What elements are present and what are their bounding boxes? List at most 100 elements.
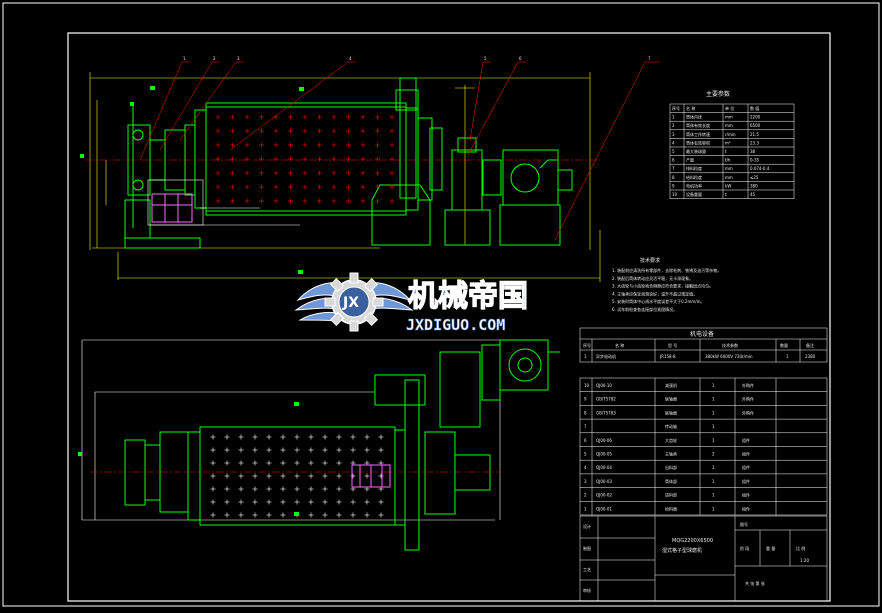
parts-cell: 减速机 [665,382,677,388]
motor-header-qty: 数量 [780,342,788,348]
param-header: 序号 [672,105,680,111]
feeder [127,124,151,196]
param-cell: 6500 [750,123,761,128]
parts-cell: 联轴器 [665,409,677,415]
motor-row-no: 1 [584,354,587,359]
parts-cell: GB/T5783 [596,410,616,415]
parts-cell: 10 [584,383,590,388]
parts-cell: QJ00-03 [596,479,612,484]
parts-cell: 外购件 [742,396,754,402]
title-scale-label: 比 例 [796,545,805,551]
tech-req-line: 1. 装配前应清洗所有零部件，去除毛刺、铁锈及油污等杂物。 [612,267,721,273]
parts-cell: 1 [712,493,715,498]
elevation-view: 1 2 3 4 5 6 7 [80,56,660,282]
motor-row-spec: 380kW 6000V 730r/min [705,354,753,359]
parts-cell: 1 [712,383,715,388]
parts-cell: 9 [584,397,587,402]
tech-req-line: 6. 试车前检查各连接部位紧固情况。 [612,306,677,312]
parts-cell: QJ00-06 [596,438,612,443]
callout-7: 7 [648,56,651,61]
parts-cell: 2 [712,452,715,457]
parts-cell: 8 [584,410,587,415]
param-cell: m³ [725,140,731,145]
param-cell: mm [725,115,733,120]
motor-header-no: 序号 [583,342,591,348]
param-cell: 21.5 [750,132,759,137]
tech-req-line: 5. 安装时筒体中心线水平度误差不大于0.2mm/m。 [612,298,705,304]
parts-cell: 4 [584,465,587,470]
param-cell: t [725,149,727,154]
param-cell: kW [725,183,731,188]
title-row-design: 设计 [583,523,591,529]
parts-cell: 1 [712,438,715,443]
callout-4: 4 [349,56,352,61]
parts-cell: 6 [584,438,587,443]
param-cell: 电机功率 [686,182,702,188]
callout-numbers: 1 2 3 4 5 6 7 [183,56,651,61]
parts-cell: 1 [712,479,715,484]
title-stage: 阶 段 [740,545,749,551]
parts-cell: 传动轴 [665,423,677,429]
parts-cell: QJ00-10 [596,383,612,388]
param-cell: 0-35 [750,158,760,163]
motor-header-model: 型 号 [668,342,677,348]
callout-6: 6 [519,56,522,61]
parts-cell: 1 [712,506,715,511]
param-cell: 产量 [686,157,694,163]
pinion-housing [451,149,483,211]
discharge-bearing-support [371,184,431,246]
plan-pinion-housing [439,351,481,428]
motor-row-qty: 1 [786,354,789,359]
param-cell: 380 [750,183,758,188]
watermark-logo-text: JX [342,295,359,311]
motor-header-note: 备注 [806,342,814,348]
param-cell: 2200 [750,115,761,120]
title-name: 湿式格子型球磨机 [662,547,702,554]
param-cell: mm [725,175,733,180]
parts-cell: 主轴承 [665,451,677,457]
feed-chute [151,193,193,223]
parts-cell: QJ00-02 [596,493,612,498]
title-model: MQG2200X6500 [672,538,713,544]
param-cell: 筒体有效长度 [686,122,710,128]
param-cell: 23.3 [750,140,759,145]
plan-large-gear [404,379,420,551]
parts-cell: 2 [584,493,587,498]
technical-requirements: 技术要求 1. 装配前应清洗所有零部件，去除毛刺、铁锈及油污等杂物。2. 装配后… [612,257,721,312]
parts-cell: 筒体部 [665,478,677,484]
param-cell: ≤25 [750,175,759,180]
parts-cell: 1 [712,424,715,429]
callout-1: 1 [183,56,186,61]
param-cell: 筒体有效容积 [686,139,710,145]
param-cell: r/min [725,132,736,137]
param-cell: 10 [672,192,678,197]
param-cell: 设备重量 [686,191,702,197]
param-cell: 2 [672,123,675,128]
parts-cell: 进料部 [665,492,677,498]
parts-cell: 联轴器 [665,396,677,402]
title-sheet: 共 张 第 张 [745,580,765,586]
param-cell: 6 [672,158,675,163]
parts-cell: 出料部 [665,464,677,470]
parts-cell: 1 [712,410,715,415]
parts-cell: 3 [584,479,587,484]
param-cell: 9 [672,183,675,188]
plan-gear-guard [351,464,391,488]
param-cell: 最大装球量 [686,148,706,154]
parts-cell: 组件 [742,478,750,484]
title-row-process: 工艺 [583,567,591,572]
param-cell: t [725,192,727,197]
parts-cell: 给料器 [665,505,677,511]
parts-cell: 组件 [742,505,750,511]
parts-cell: 外购件 [742,382,754,388]
plan-dimensions [81,339,501,521]
title-block: 设计 制图 工艺 审核 MQG2200X6500 湿式格子型球磨机 图号 阶 段… [579,515,828,602]
param-cell: 1 [672,115,675,120]
param-cell: mm [725,166,733,171]
param-cell: 排料粒度 [686,165,702,171]
plan-view [78,339,560,551]
plan-discharge-bearing [424,431,456,515]
param-cell: 给料粒度 [686,174,702,180]
